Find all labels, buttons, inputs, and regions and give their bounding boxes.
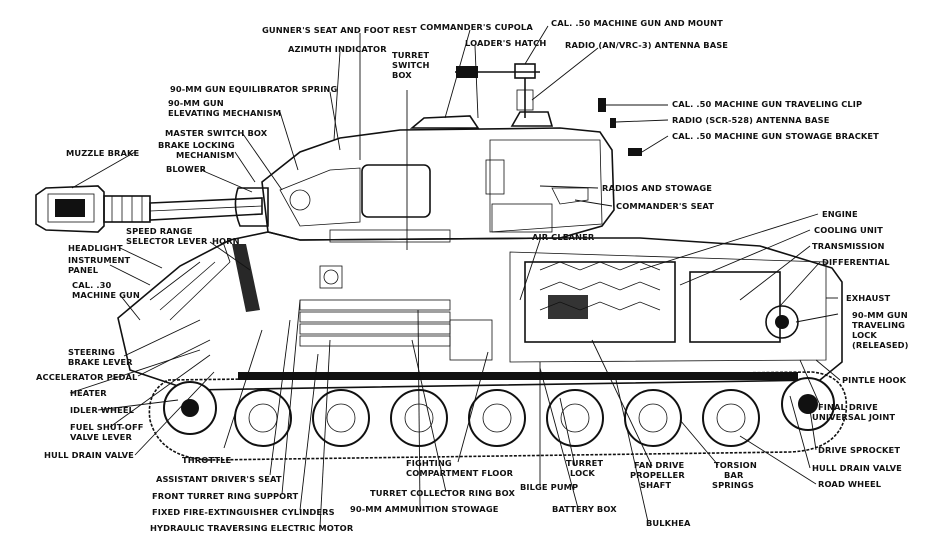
label-horn: HORN <box>212 236 240 246</box>
label-muzzle-brake: MUZZLE BRAKE <box>66 148 140 158</box>
callout-labels: GUNNER'S SEAT AND FOOT REST COMMANDER'S … <box>36 18 909 533</box>
label-elevating-mechanism-line2: ELEVATING MECHANISM <box>168 108 281 118</box>
label-blower: BLOWER <box>166 164 207 174</box>
label-turret-lock-line1: TURRET <box>566 458 603 468</box>
label-air-cleaner: AIR CLEANER <box>532 232 595 242</box>
label-road-wheel: ROAD WHEEL <box>818 479 882 489</box>
label-front-turret-ring-support: FRONT TURRET RING SUPPORT <box>152 491 298 501</box>
label-battery-box: BATTERY BOX <box>552 504 617 514</box>
label-fan-drive-line3: SHAFT <box>640 480 671 490</box>
label-heater: HEATER <box>70 388 107 398</box>
label-instrument-panel-line1: INSTRUMENT <box>68 255 131 265</box>
label-throttle: THROTTLE <box>182 455 232 465</box>
label-radio-vrc3-antenna-base: RADIO (AN/VRC-3) ANTENNA BASE <box>565 40 728 50</box>
label-exhaust: EXHAUST <box>846 293 890 303</box>
tank-drawing <box>35 63 848 461</box>
label-bulkhead: BULKHEA <box>646 518 691 528</box>
label-assistant-drivers-seat: ASSISTANT DRIVER'S SEAT <box>156 474 282 484</box>
label-drive-sprocket: DRIVE SPROCKET <box>818 445 900 455</box>
label-idler-wheel: IDLER WHEEL <box>70 405 135 415</box>
label-cal30-line1: CAL. .30 <box>72 280 111 290</box>
label-steering-brake-line2: BRAKE LEVER <box>68 357 133 367</box>
label-hydraulic-traversing-motor: HYDRAULIC TRAVERSING ELECTRIC MOTOR <box>150 523 354 533</box>
label-loaders-hatch: LOADER'S HATCH <box>465 38 546 48</box>
gun-barrel <box>35 185 269 233</box>
label-hull-drain-valve-front: HULL DRAIN VALVE <box>44 450 134 460</box>
label-pintle-hook: PINTLE HOOK <box>842 375 907 385</box>
label-cal50-traveling-clip: CAL. .50 MACHINE GUN TRAVELING CLIP <box>672 99 862 109</box>
label-turret-collector-ring-box: TURRET COLLECTOR RING BOX <box>370 488 515 498</box>
label-cooling-unit: COOLING UNIT <box>814 225 883 235</box>
label-commanders-cupola: COMMANDER'S CUPOLA <box>420 22 533 32</box>
label-gun-traveling-lock-line4: (RELEASED) <box>852 340 909 350</box>
label-speed-range-line1: SPEED RANGE <box>126 226 193 236</box>
label-radio-scr528-antenna-base: RADIO (SCR-528) ANTENNA BASE <box>672 115 830 125</box>
label-radios-and-stowage: RADIOS AND STOWAGE <box>602 183 712 193</box>
label-fighting-floor-line2: COMPARTMENT FLOOR <box>406 468 514 478</box>
label-fan-drive-line1: FAN DRIVE <box>634 460 685 470</box>
label-bilge-pump: BILGE PUMP <box>520 482 578 492</box>
label-steering-brake-line1: STEERING <box>68 347 115 357</box>
label-differential: DIFFERENTIAL <box>822 257 890 267</box>
label-gun-traveling-lock-line1: 90-MM GUN <box>852 310 908 320</box>
label-turret-switch-box-line3: BOX <box>392 70 412 80</box>
label-accelerator-pedal: ACCELERATOR PEDAL <box>36 372 138 382</box>
label-gunners-seat: GUNNER'S SEAT AND FOOT REST <box>262 25 417 35</box>
label-turret-lock-line2: LOCK <box>570 468 595 478</box>
label-fuel-shutoff-line1: FUEL SHUT-OFF <box>70 422 143 432</box>
label-instrument-panel-line2: PANEL <box>68 265 99 275</box>
label-torsion-bar-line2: BAR <box>724 470 744 480</box>
label-fire-extinguisher-cylinders: FIXED FIRE-EXTINGUISHER CYLINDERS <box>152 507 335 517</box>
label-cal30-line2: MACHINE GUN <box>72 290 140 300</box>
label-cal50-stowage-bracket: CAL. .50 MACHINE GUN STOWAGE BRACKET <box>672 131 879 141</box>
label-final-drive-line1: FINAL DRIVE <box>818 402 878 412</box>
label-fan-drive-line2: PROPELLER <box>630 470 685 480</box>
label-elevating-mechanism-line1: 90-MM GUN <box>168 98 224 108</box>
label-speed-range-line2: SELECTOR LEVER <box>126 236 208 246</box>
label-headlight: HEADLIGHT <box>68 243 123 253</box>
label-cal50-machine-gun-mount: CAL. .50 MACHINE GUN AND MOUNT <box>551 18 723 28</box>
label-engine: ENGINE <box>822 209 858 219</box>
label-commanders-seat: COMMANDER'S SEAT <box>616 201 714 211</box>
label-gun-traveling-lock-line3: LOCK <box>852 330 877 340</box>
label-azimuth-indicator: AZIMUTH INDICATOR <box>288 44 387 54</box>
label-transmission: TRANSMISSION <box>812 241 885 251</box>
hull <box>117 231 843 391</box>
label-hull-drain-valve-rear: HULL DRAIN VALVE <box>812 463 902 473</box>
label-ammunition-stowage: 90-MM AMMUNITION STOWAGE <box>350 504 499 514</box>
label-torsion-bar-line3: SPRINGS <box>712 480 754 490</box>
label-fuel-shutoff-line2: VALVE LEVER <box>70 432 132 442</box>
label-master-switch-box: MASTER SWITCH BOX <box>165 128 268 138</box>
label-gun-traveling-lock-line2: TRAVELING <box>852 320 905 330</box>
label-torsion-bar-line1: TORSION <box>714 460 757 470</box>
label-turret-switch-box-line2: SWITCH <box>392 60 430 70</box>
label-fighting-floor-line1: FIGHTING <box>406 458 452 468</box>
label-turret-switch-box-line1: TURRET <box>392 50 429 60</box>
label-brake-locking-line2: MECHANISM <box>176 150 235 160</box>
label-brake-locking-line1: BRAKE LOCKING <box>158 140 235 150</box>
label-equilibrator-spring: 90-MM GUN EQUILIBRATOR SPRING <box>170 84 337 94</box>
label-final-drive-line2: UNIVERSAL JOINT <box>812 412 895 422</box>
leader-lines <box>69 25 841 528</box>
